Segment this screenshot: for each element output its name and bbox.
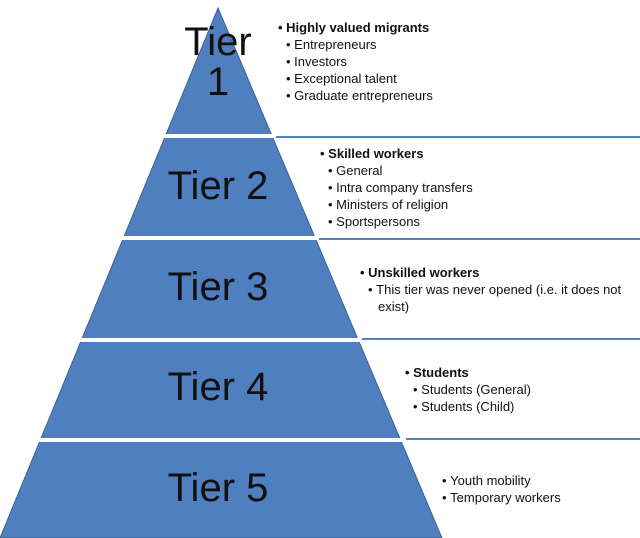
tier-3-item: This tier was never opened (i.e. it does…	[360, 281, 621, 298]
tier-4-description: Students Students (General) Students (Ch…	[405, 364, 531, 415]
tier-3-item-continuation: exist)	[378, 299, 410, 314]
tier-5-label: Tier 5	[167, 466, 269, 510]
tier-4-label: Tier 4	[167, 365, 269, 409]
tier-1-item: Entrepreneurs	[278, 36, 433, 53]
tier-2-item: Ministers of religion	[320, 196, 473, 213]
tier-2-label: Tier 2	[167, 164, 269, 208]
tier-1-description: Highly valued migrants Entrepreneurs Inv…	[278, 19, 433, 104]
tier-5-item: Temporary workers	[442, 489, 561, 506]
tier-1-item: Investors	[278, 53, 433, 70]
tier-1-item: Exceptional talent	[278, 70, 433, 87]
tier-5-description: Youth mobility Temporary workers	[442, 472, 561, 506]
tier-2-item: Intra company transfers	[320, 179, 473, 196]
tier-4-heading: Students	[405, 364, 531, 381]
tier-1-label-line-1: Tier	[184, 20, 252, 64]
tier-2-heading: Skilled workers	[320, 145, 473, 162]
tier-2-description: Skilled workers General Intra company tr…	[320, 145, 473, 230]
pyramid-shape	[0, 6, 443, 538]
tier-4-item: Students (General)	[405, 381, 531, 398]
tier-2-item: General	[320, 162, 473, 179]
tier-3-description: Unskilled workers This tier was never op…	[360, 264, 621, 315]
tier-1-item: Graduate entrepreneurs	[278, 87, 433, 104]
tier-1-heading: Highly valued migrants	[278, 19, 433, 36]
tier-3-heading: Unskilled workers	[360, 264, 621, 281]
tier-4-item: Students (Child)	[405, 398, 531, 415]
tier-1-label: Tier 1	[178, 22, 258, 102]
tier-2-item: Sportspersons	[320, 213, 473, 230]
tier-1-label-line-2: 1	[206, 60, 230, 104]
tier-5-item: Youth mobility	[442, 472, 561, 489]
tier-3-label: Tier 3	[167, 265, 269, 309]
